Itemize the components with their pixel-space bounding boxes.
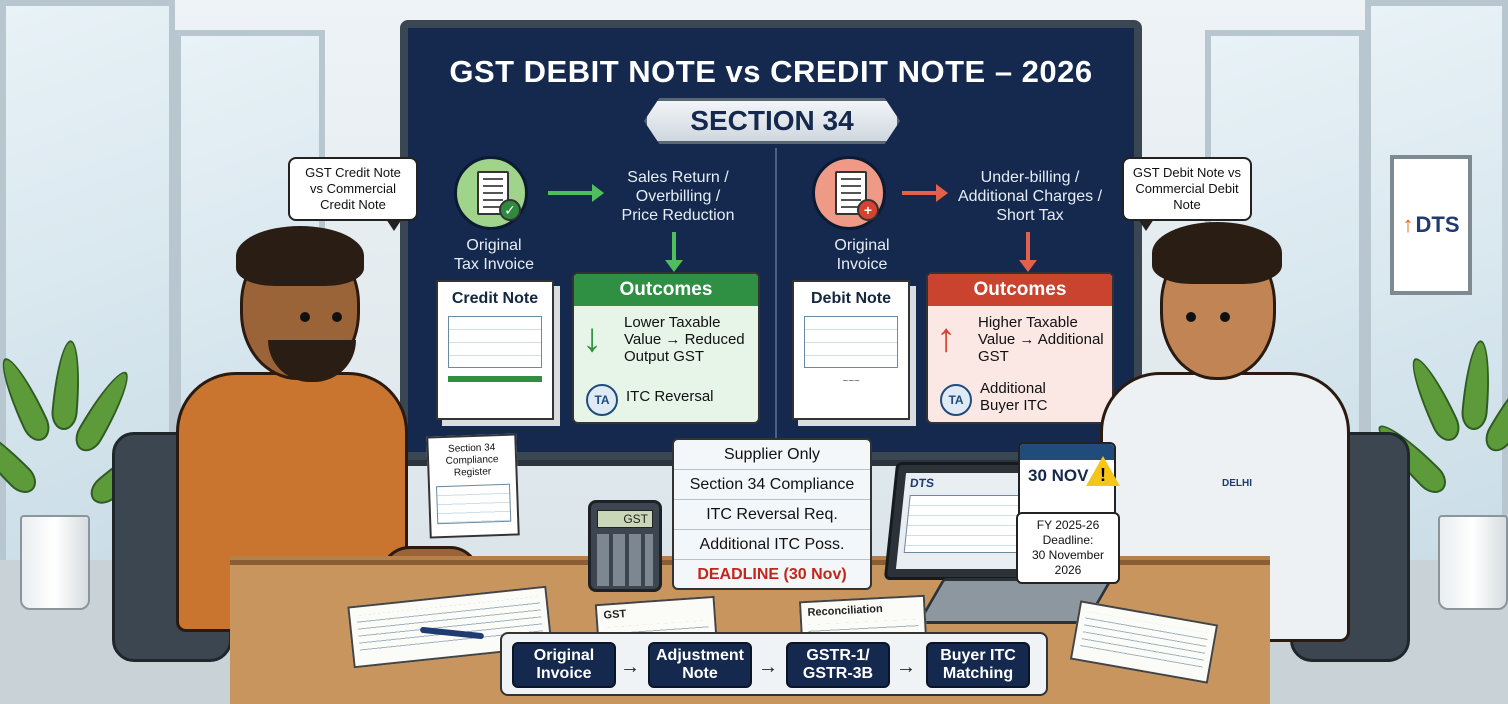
arrow-up-icon: ↑: [1402, 212, 1414, 237]
down-arrow-icon: ↓: [582, 316, 602, 360]
section-ribbon: SECTION 34: [644, 98, 900, 144]
right-outcome-line2: Additional Buyer ITC: [980, 380, 1048, 414]
up-arrow-icon: ↑: [936, 316, 956, 360]
compliance-row: Additional ITC Poss.: [674, 530, 870, 560]
calendar-deadline-note: FY 2025-26 Deadline: 30 November 2026: [1016, 512, 1120, 584]
arrow-right-icon: →: [758, 656, 778, 678]
arrow-right-icon: [902, 184, 948, 202]
arrow-right-icon: →: [620, 656, 640, 678]
dts-wall-logo: ↑ DTS: [1390, 155, 1472, 295]
ta-plus-icon: TA: [940, 384, 972, 416]
credit-note-title: Credit Note: [451, 290, 539, 307]
left-outcome-line1: Lower Taxable Value → Reduced Output GST: [624, 314, 745, 365]
compliance-row: ITC Reversal Req.: [674, 500, 870, 530]
calendar-date: 30 NOV: [1028, 466, 1089, 485]
register-title: Section 34 Compliance Register: [445, 442, 499, 479]
right-trigger-label: Under-billing / Additional Charges / Sho…: [957, 169, 1103, 224]
left-outcomes-title: Outcomes: [574, 274, 758, 306]
credit-note-doc: Credit Note: [436, 280, 554, 420]
debit-note-doc: Debit Note ~~~: [792, 280, 910, 420]
process-flow: Original Invoice → Adjustment Note → GST…: [500, 632, 1048, 696]
compliance-register: Section 34 Compliance Register: [426, 433, 520, 539]
flow-step: GSTR-1/ GSTR-3B: [786, 642, 890, 688]
right-speech-bubble: GST Debit Note vs Commercial Debit Note: [1122, 157, 1252, 231]
right-outcomes-title: Outcomes: [928, 274, 1112, 306]
deadline-row: DEADLINE (30 Nov): [697, 566, 847, 583]
calculator: GST: [588, 500, 662, 592]
calculator-screen: GST: [597, 510, 653, 528]
right-outcome-line1: Higher Taxable Value → Additional GST: [978, 314, 1104, 365]
potted-plant-right: [1370, 339, 1508, 610]
shirt-logo: DELHI: [1222, 478, 1252, 489]
left-outcomes-card: Outcomes ↓ Lower Taxable Value → Reduced…: [572, 272, 760, 424]
check-icon: ✓: [499, 199, 521, 221]
compliance-checklist: Supplier Only Section 34 Compliance ITC …: [672, 438, 872, 590]
compliance-row: Section 34 Compliance: [674, 470, 870, 500]
ta-refresh-icon: TA: [586, 384, 618, 416]
flow-step: Buyer ITC Matching: [926, 642, 1030, 688]
arrow-down-icon: [1019, 232, 1037, 272]
board-title: GST DEBIT NOTE vs CREDIT NOTE – 2026: [449, 54, 1093, 89]
right-invoice-label: Original Invoice: [834, 237, 890, 273]
section-label: SECTION 34: [690, 105, 854, 136]
arrow-right-icon: [548, 184, 604, 202]
calculator-keys: [597, 534, 653, 586]
register-table: [435, 483, 512, 525]
arrow-down-icon: [665, 232, 683, 272]
debit-note-title: Debit Note: [811, 290, 891, 307]
arrow-right-icon: →: [896, 656, 916, 678]
compliance-row: Supplier Only: [674, 440, 870, 470]
flow-step: Adjustment Note: [648, 642, 752, 688]
plus-icon: +: [857, 199, 879, 221]
potted-plant-left: [0, 339, 171, 610]
debit-note-table: [804, 316, 898, 368]
presentation-board: GST DEBIT NOTE vs CREDIT NOTE – 2026 SEC…: [400, 20, 1142, 460]
flow-step: Original Invoice: [512, 642, 616, 688]
credit-note-table: [448, 316, 542, 368]
left-invoice-label: Original Tax Invoice: [453, 237, 535, 273]
left-outcome-line2: ITC Reversal: [626, 388, 714, 405]
wall-logo-text: DTS: [1415, 212, 1460, 237]
left-speech-bubble: GST Credit Note vs Commercial Credit Not…: [288, 157, 418, 231]
right-outcomes-card: Outcomes ↑ Higher Taxable Value → Additi…: [926, 272, 1114, 424]
left-trigger-label: Sales Return / Overbilling / Price Reduc…: [621, 169, 735, 224]
invoice-check-icon: ✓: [454, 156, 528, 230]
invoice-plus-icon: +: [812, 156, 886, 230]
board-divider: [775, 148, 777, 448]
